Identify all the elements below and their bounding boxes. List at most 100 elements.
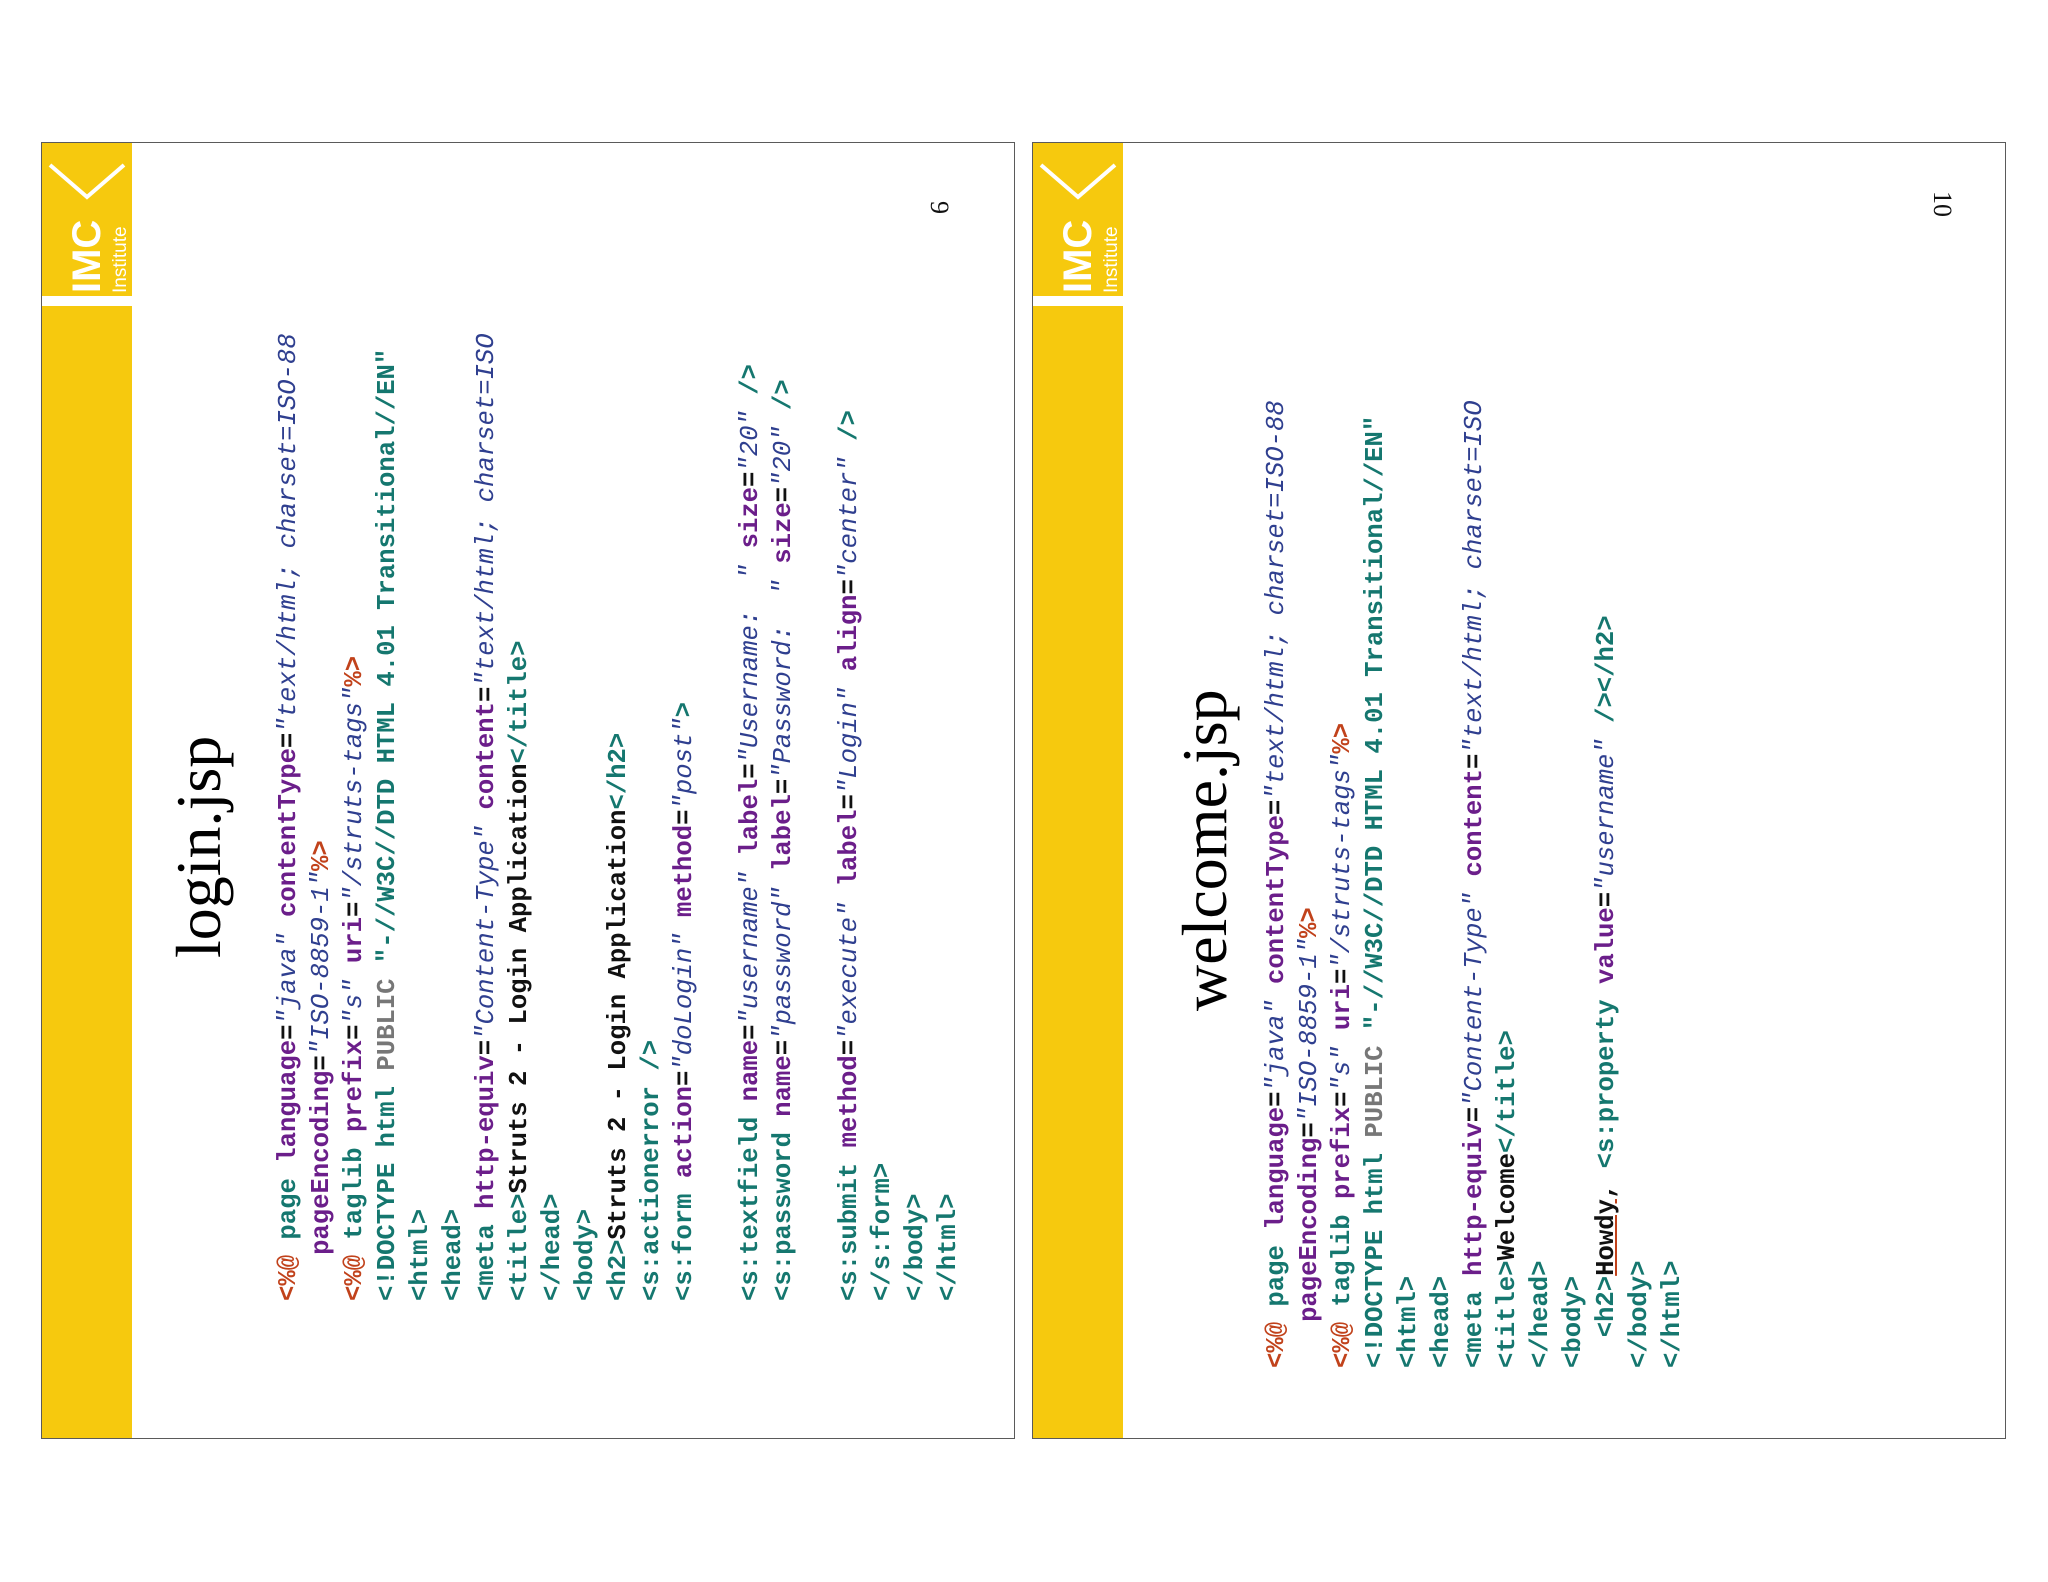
code-line: <meta http-equiv="Content-Type" content=… — [1458, 400, 1491, 1368]
code-token: "-//W3C//DTD HTML 4.01 Transitional//EN" — [373, 348, 402, 964]
code-token: /> — [835, 410, 864, 441]
logo-divider — [1033, 296, 1123, 306]
code-token: <%@ — [274, 1239, 303, 1301]
code-token: = — [472, 1039, 501, 1056]
code-line: <meta http-equiv="Content-Type" content=… — [470, 333, 503, 1301]
code-line: <s:form action="doLogin" method="post"> — [668, 333, 701, 1301]
code-token: "text/html; charset=ISO-88 — [274, 333, 303, 733]
code-token: "username" — [1592, 722, 1621, 892]
code-line: <head> — [437, 333, 470, 1301]
code-line: <title>Welcome</title> — [1491, 400, 1524, 1368]
code-token: = — [340, 901, 369, 918]
code-token: <meta — [472, 1208, 501, 1301]
code-token: <%@ — [1328, 1306, 1357, 1368]
code-token: content — [1460, 768, 1489, 877]
code-line: pageEncoding="ISO-8859-1"%> — [1293, 400, 1326, 1368]
code-token: > — [670, 701, 699, 718]
code-token: label — [736, 778, 765, 856]
code-token: html — [373, 1070, 402, 1148]
code-line: <s:actionerror /> — [635, 333, 668, 1301]
code-token: = — [835, 794, 864, 810]
code-token: "center" — [835, 440, 864, 580]
code-line: pageEncoding="ISO-8859-1"%> — [305, 333, 338, 1301]
code-token: size — [736, 486, 765, 549]
code-token: = — [835, 1039, 864, 1056]
code-token: <%@ — [1262, 1306, 1291, 1368]
code-token: content — [472, 701, 501, 810]
page-number: 10 — [1928, 191, 1957, 217]
code-token: "20" — [736, 394, 765, 472]
code-token: name — [769, 1055, 798, 1117]
code-line: </body> — [899, 333, 932, 1301]
code-token: <h2> — [604, 1239, 633, 1301]
code-token: contentType — [274, 748, 303, 918]
code-token: </h2> — [604, 732, 633, 810]
brand-bar — [1033, 143, 1123, 1438]
code-token: "ISO-8859-1" — [1295, 937, 1324, 1123]
code-line: <title>Struts 2 - Login Application</tit… — [503, 333, 536, 1301]
code-token: "Login" — [835, 671, 864, 795]
code-line: </html> — [932, 333, 965, 1301]
code-token: "java" — [1262, 984, 1291, 1092]
code-line: <!DOCTYPE html PUBLIC "-//W3C//DTD HTML … — [1359, 400, 1392, 1368]
code-token: = — [1328, 1091, 1357, 1107]
code-token: "username" — [736, 855, 765, 1025]
brand-bar — [42, 143, 132, 1438]
code-token: "text/html; charset=ISO — [472, 333, 501, 687]
code-token: = — [835, 579, 864, 595]
code-token: <!DOCTYPE — [1361, 1214, 1390, 1368]
code-token: size — [769, 502, 798, 564]
code-token: = — [1295, 1122, 1324, 1138]
code-token — [307, 1255, 336, 1301]
code-token: <title> — [505, 1193, 534, 1301]
code-token: "20" — [769, 410, 798, 487]
code-token: method — [670, 824, 699, 918]
code-token: = — [736, 1024, 765, 1040]
code-line: <s:password name="password" label="Passw… — [767, 333, 800, 1301]
code-token: "ISO-8859-1" — [307, 870, 336, 1056]
code-line — [701, 333, 734, 1301]
code-token: = — [736, 763, 765, 779]
code-token: action — [670, 1085, 699, 1179]
code-token: Struts 2 - Login Application — [505, 763, 534, 1194]
code-token: name — [736, 1039, 765, 1102]
code-token: uri — [340, 917, 369, 964]
code-token: prefix — [1328, 1106, 1357, 1200]
code-token: = — [1460, 753, 1489, 769]
code-token: "/struts-tags" — [340, 686, 369, 902]
code-token: "s" — [1328, 1030, 1357, 1092]
code-token: = — [769, 778, 798, 795]
code-token: http-equiv — [472, 1055, 501, 1209]
code-token: "-//W3C//DTD HTML 4.01 Transitional//EN" — [1361, 415, 1390, 1031]
code-token: <title> — [1493, 1260, 1522, 1368]
code-token: taglib — [340, 1132, 369, 1240]
code-token: <%@ — [340, 1239, 369, 1301]
logo-text: IMC — [65, 220, 109, 293]
logo-subtext: Institute — [1101, 226, 1122, 293]
code-token: Howdy — [1592, 1199, 1621, 1276]
code-token: = — [1262, 799, 1291, 816]
code-line — [800, 333, 833, 1301]
code-token: </head> — [538, 1193, 567, 1301]
code-line: <h2>Struts 2 - Login Application</h2> — [602, 333, 635, 1301]
code-token: <body> — [571, 1208, 600, 1301]
logo-subtext: Institute — [110, 226, 131, 293]
code-token: = — [274, 732, 303, 749]
code-line: </html> — [1656, 400, 1689, 1368]
logo-divider — [42, 296, 132, 306]
code-token: , — [1592, 1168, 1621, 1200]
slide-login: IMC Institute login.jsp <%@ page languag… — [41, 142, 1015, 1439]
code-token: %> — [307, 840, 336, 871]
code-token: = — [274, 1024, 303, 1040]
code-token: </title> — [1493, 1030, 1522, 1153]
code-token: = — [670, 1070, 699, 1086]
code-token: <h2> — [1592, 1275, 1621, 1338]
code-token: %> — [1295, 907, 1324, 938]
code-token: = — [472, 686, 501, 702]
code-token: prefix — [340, 1039, 369, 1133]
code-token: <head> — [1427, 1275, 1456, 1368]
code-token — [1592, 1337, 1621, 1368]
code-token: = — [670, 809, 699, 825]
code-line: </body> — [1623, 400, 1656, 1368]
code-token: /> — [769, 379, 798, 411]
